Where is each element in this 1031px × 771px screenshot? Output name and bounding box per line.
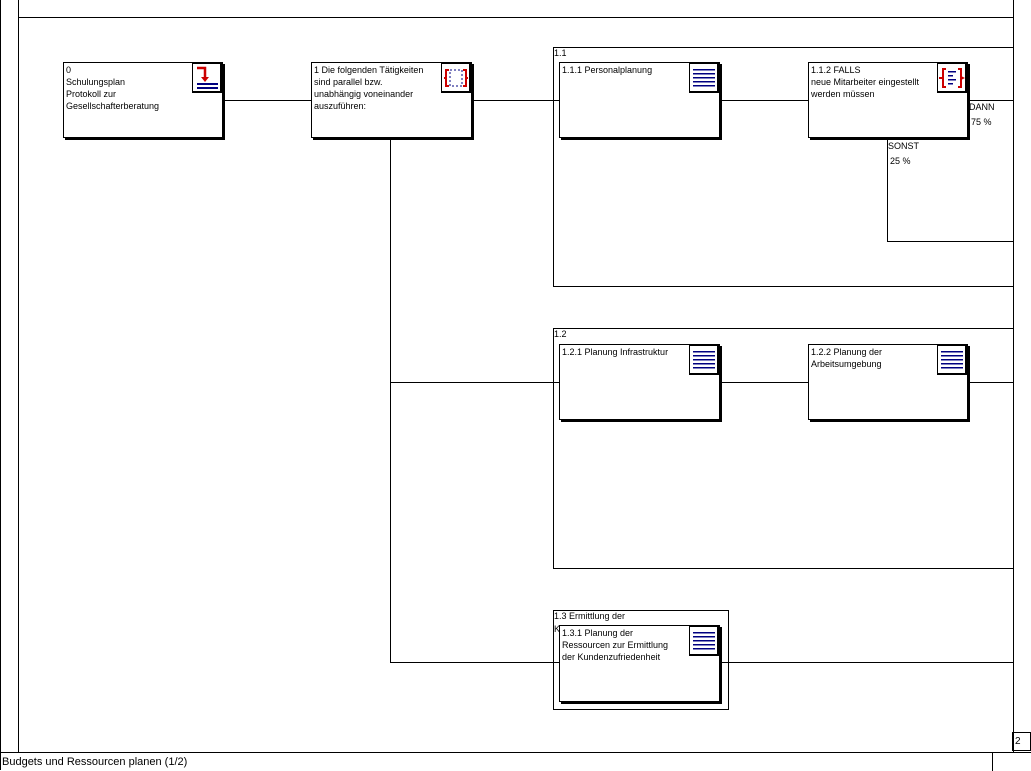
group-frame-1-2 (553, 328, 1014, 569)
footer-title: Budgets und Ressourcen planen (1/2) (2, 756, 188, 768)
node-0-text: Schulungsplan Protokoll zur Gesellschaft… (66, 77, 160, 111)
group-frame-1-1 (553, 47, 1014, 287)
group-label-1-2: 1.2 (554, 329, 567, 340)
connector-parallel-trunk (390, 137, 391, 663)
page-number: 2 (1012, 732, 1031, 751)
node-1-1-1[interactable]: 1.1.1 Personalplanung (559, 62, 720, 138)
group-label-1-1: 1.1 (554, 48, 567, 59)
connector-1-121 (390, 382, 559, 383)
node-1-1-2-condition[interactable]: 1.1.2 FALLS neue Mitarbeiter eingestellt… (808, 62, 968, 138)
footer-divider (992, 753, 993, 771)
node-1-3-1-text: 1.3.1 Planung der Ressourcen zur Ermittl… (562, 628, 669, 662)
page-margin-right (1013, 0, 1014, 752)
connector-111-112 (719, 100, 808, 101)
node-0-id: 0 (66, 65, 72, 75)
node-1-parallel[interactable]: 1 Die folgenden Tätigkeiten sind paralle… (311, 62, 472, 138)
node-1-3-1[interactable]: 1.3.1 Planung der Ressourcen zur Ermittl… (559, 625, 720, 702)
connector-112-sonst (887, 137, 888, 241)
branch-sonst-label: SONST (888, 141, 920, 151)
group-label-1-3: 1.3 Ermittlung der (554, 611, 626, 622)
connector-1-131 (390, 662, 559, 663)
node-1-text: 1 Die folgenden Tätigkeiten sind paralle… (314, 65, 424, 111)
start-icon (192, 63, 222, 93)
connector-122-end (967, 382, 1013, 383)
connector-1-111 (471, 100, 559, 101)
node-1-1-2-text: 1.1.2 FALLS neue Mitarbeiter eingestellt… (811, 65, 920, 99)
footer-bar: Budgets und Ressourcen planen (1/2) (0, 752, 1031, 771)
node-0[interactable]: 0 Schulungsplan Protokoll zur Gesellscha… (63, 62, 223, 138)
branch-dann-label: DANN (969, 102, 995, 112)
document-icon (689, 63, 719, 93)
document-icon (937, 345, 967, 375)
node-1-2-2[interactable]: 1.2.2 Planung der Arbeitsumgebung (808, 344, 968, 420)
document-icon (689, 626, 719, 656)
condition-icon (937, 63, 967, 93)
connector-0-1 (222, 100, 312, 101)
connector-112-dann (967, 100, 1013, 101)
group-frame-1-3 (553, 610, 729, 710)
node-1-2-1[interactable]: 1.2.1 Planung Infrastruktur (559, 344, 720, 420)
branch-sonst-percent: 25 % (890, 156, 911, 166)
parallel-icon (441, 63, 471, 93)
connector-121-122 (719, 382, 808, 383)
page-border-left (0, 0, 1, 770)
page-margin-top (18, 17, 1013, 18)
document-icon (689, 345, 719, 375)
page-margin-left (18, 0, 19, 752)
node-1-2-1-text: 1.2.1 Planung Infrastruktur (562, 347, 669, 357)
branch-dann-percent: 75 % (971, 117, 992, 127)
node-1-2-2-text: 1.2.2 Planung der Arbeitsumgebung (811, 347, 883, 369)
connector-sonst-end (887, 241, 1013, 242)
connector-131-end (719, 662, 1013, 663)
group-label-1-3-overflow: K (554, 624, 561, 635)
node-1-1-1-text: 1.1.1 Personalplanung (562, 65, 653, 75)
